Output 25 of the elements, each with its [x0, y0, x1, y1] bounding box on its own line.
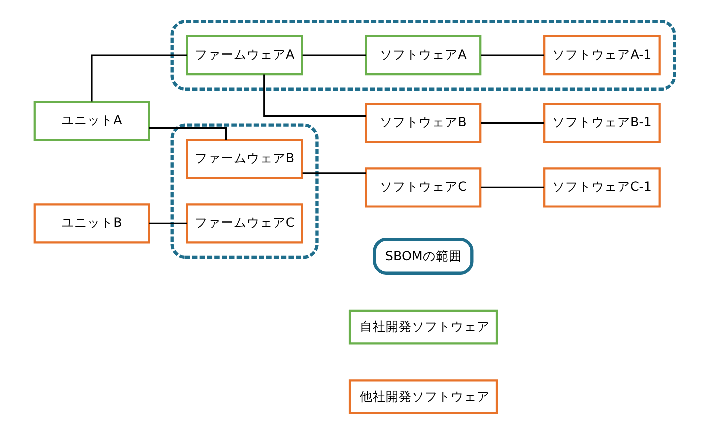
legend-label: 自社開発ソフトウェア	[360, 318, 490, 334]
node-box: ソフトウェアC	[364, 167, 482, 208]
connector	[302, 54, 366, 56]
connector	[90, 54, 187, 102]
legend-label: 他社開発ソフトウェア	[360, 388, 490, 404]
connector	[302, 172, 366, 174]
connector	[148, 222, 187, 224]
connector	[480, 186, 544, 188]
node-box: ソフトウェアA	[364, 34, 482, 76]
node-box: ファームウェアC	[186, 203, 303, 244]
node-box: ユニットA	[33, 100, 150, 141]
connector	[148, 126, 227, 140]
connector	[263, 74, 366, 116]
cluster	[170, 20, 676, 90]
legend-label: SBOMの範囲	[384, 248, 462, 263]
node-box: ソフトウェアC-1	[543, 167, 660, 208]
node-box: ソフトウェアB	[364, 102, 482, 143]
node-box: ユニットB	[33, 203, 150, 244]
node-box: ファームウェアA	[186, 34, 303, 76]
connector	[480, 54, 544, 56]
connector	[480, 122, 544, 124]
node-box: ソフトウェアB-1	[543, 102, 660, 143]
node-box: ソフトウェアA-1	[543, 34, 660, 76]
node-box: ファームウェアB	[186, 138, 303, 179]
cluster	[170, 123, 318, 259]
